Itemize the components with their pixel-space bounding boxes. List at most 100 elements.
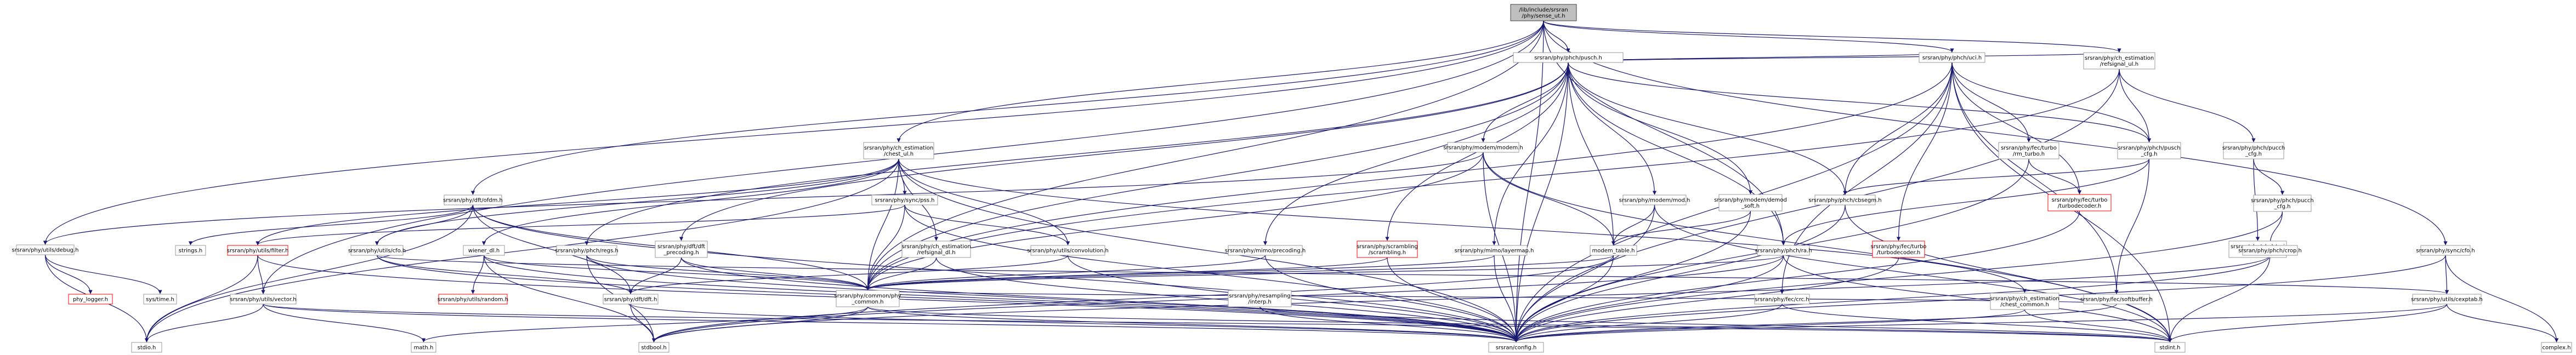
node-refsignal-ul[interactable]: srsran/phy/ch_estimation/refsignal_ul.h (2083, 52, 2155, 70)
node-resampling[interactable]: srsran/phy/resampling/interp.h (1228, 290, 1292, 307)
edge-dft_precoding-to-phy_common (680, 257, 870, 290)
node-softbuffer[interactable]: srsran/phy/fec/softbuffer.h (2080, 294, 2153, 305)
node-cexptab[interactable]: srsran/phy/utils/cexptab.h (2411, 294, 2483, 305)
node-chest-ul[interactable]: srsran/phy/ch_estimation/chest_ul.h (863, 142, 934, 159)
node-scrambling[interactable]: srsran/phy/scrambling/scrambling.h (1357, 241, 1418, 258)
node-box (2154, 342, 2186, 353)
node-wiener[interactable]: wiener_dl.h (463, 245, 505, 256)
node-modem-mod[interactable]: srsran/phy/modem/mod.h (1619, 194, 1690, 205)
edge-demod_soft-to-config (1514, 210, 1751, 342)
node-strings[interactable]: strings.h (175, 245, 206, 256)
node-stdbool[interactable]: stdbool.h (638, 342, 669, 353)
node-config[interactable]: srsran/config.h (1488, 342, 1544, 353)
node-filter[interactable]: srsran/phy/utils/filter.h (227, 245, 289, 256)
node-turbo-rm[interactable]: srsran/phy/fec/turbo/rm_turbo.h (1998, 142, 2059, 159)
edge-pusch-to-ra (1568, 62, 1786, 245)
edge-ra-to-stdbool (652, 255, 1784, 342)
node-ra[interactable]: srsran/phy/phch/ra.h (1755, 245, 1812, 256)
node-label: srsran/phy/phch/pusch.h (1534, 55, 1602, 61)
node-modem-enum[interactable]: srsran/phy/modem/modem.h (1443, 142, 1523, 153)
node-chest-common[interactable]: srsran/phy/ch_estimation/chest_common.h (1990, 293, 2059, 310)
node-modem-table[interactable]: modem_table.h (1590, 245, 1637, 256)
node-cbsegm[interactable]: srsran/phy/phch/cbsegm.h (1808, 194, 1882, 205)
edge-regs-to-config (586, 255, 1518, 342)
node-box (1228, 290, 1292, 307)
node-label: _common.h (851, 299, 883, 305)
node-complex[interactable]: complex.h (2541, 342, 2572, 353)
node-uci[interactable]: srsran/phy/phch/uci.h (1919, 52, 1985, 63)
node-regs[interactable]: srsran/phy/phch/regs.h (555, 245, 619, 256)
node-sys-time[interactable]: sys/time.h (143, 294, 177, 305)
node-label: srsran/phy/fec/turbo (2001, 145, 2057, 151)
edge-sync_cfo-to-cexptab (2444, 255, 2449, 294)
node-label: stdbool.h (641, 345, 666, 351)
node-label: srsran/phy/mimo/precoding.h (1225, 248, 1306, 254)
node-label: srsran/phy/modem/demod (1714, 197, 1787, 203)
node-label: complex.h (2543, 345, 2571, 351)
node-label: srsran/phy/fec/softbuffer.h (2080, 297, 2153, 303)
node-dft-precoding[interactable]: srsran/phy/dft/dft_precoding.h (655, 241, 708, 258)
node-label: srsran/phy/scrambling (1357, 244, 1418, 250)
node-box (227, 245, 288, 256)
edge-modem_enum-to-modem_table (1483, 152, 1616, 245)
node-box (1357, 241, 1418, 258)
node-box (655, 241, 708, 258)
node-pucch-crop[interactable]: srsran/phy/phch/crop.h (2238, 245, 2302, 256)
node-debug[interactable]: srsran/phy/utils/debug.h (12, 244, 79, 255)
node-label: sys/time.h (146, 297, 174, 303)
node-box (1718, 194, 1783, 211)
node-stdio[interactable]: stdio.h (131, 342, 162, 353)
node-box (68, 294, 113, 305)
node-pusch[interactable]: srsran/phy/phch/pusch.h (1513, 52, 1624, 63)
node-label: srsran/phy/utils/convolution.h (1027, 248, 1109, 254)
edge-ra-to-config (1514, 255, 1784, 342)
node-ofdm[interactable]: srsran/phy/dft/ofdm.h (443, 194, 503, 205)
edge-pusch_cfg-to-cbsegm (1843, 158, 2150, 195)
node-pucch-cfg[interactable]: srsran/phy/phch/pucch_cfg.h (2222, 142, 2285, 159)
node-label: srsran/phy/phch/pucch (2251, 198, 2313, 204)
node-box (871, 194, 938, 205)
node-math[interactable]: math.h (411, 342, 436, 353)
node-sync-pss[interactable]: srsran/phy/sync/pss.h (871, 194, 938, 205)
edge-cexptab-to-stdint (2168, 304, 2448, 342)
node-label: srsran/phy/dft/ofdm.h (443, 198, 503, 204)
edge-pusch-to-layermap (1492, 62, 1569, 245)
node-label: _cfg.h (2141, 151, 2158, 157)
node-phy-common[interactable]: srsran/phy/common/phy_common.h (835, 290, 901, 307)
node-mimo-precoding[interactable]: srsran/phy/mimo/precoding.h (1225, 245, 1306, 256)
node-sync-cfo[interactable]: srsran/phy/sync/cfo.h (2416, 245, 2475, 256)
edge-chest_ul-to-chest_common (898, 158, 2027, 293)
node-layermap[interactable]: srsran/phy/mimo/layermap.h (1455, 245, 1534, 256)
node-convolution[interactable]: srsran/phy/utils/convolution.h (1027, 245, 1109, 256)
edge-modem_table-to-phy_common (866, 255, 1614, 290)
node-box (1590, 245, 1637, 256)
node-box (863, 142, 934, 159)
node-stdint[interactable]: stdint.h (2154, 342, 2186, 353)
node-demod-soft[interactable]: srsran/phy/modem/demod_soft.h (1714, 194, 1787, 211)
node-vector[interactable]: srsran/phy/utils/vector.h (230, 294, 297, 305)
edge-sync_pss-to-convolution (904, 204, 1070, 245)
node-box (2242, 245, 2298, 256)
node-cfo[interactable]: srsran/phy/utils/cfo.h (348, 245, 406, 256)
node-refsignal-dl[interactable]: srsran/phy/ch_estimation/refsignal_dl.h (901, 241, 971, 258)
edge-pucch_crop-to-stdint (2168, 255, 2271, 342)
edge-layer (43, 20, 2559, 342)
node-turbo-decoder-top[interactable]: srsran/phy/fec/turbo/turbodecoder.h (2047, 194, 2112, 211)
edge-uci-to-turbo_decoder_top (1951, 62, 2082, 194)
edge-cexptab-to-complex (2446, 304, 2559, 342)
node-label: srsran/phy/phch/uci.h (1922, 55, 1982, 61)
node-crc[interactable]: srsran/phy/fec/crc.h (1754, 294, 1810, 305)
node-box (2253, 194, 2312, 212)
node-layer: /lib/include/srsran/phy/sense_ut.hsrsran… (12, 4, 2572, 353)
node-pucch-pr[interactable]: srsran/phy/phch/pucch_cfg.h (2251, 194, 2314, 212)
node-random[interactable]: srsran/phy/utils/random.h (438, 294, 508, 305)
node-label: /refsignal_dl.h (917, 250, 955, 256)
node-fft[interactable]: srsran/phy/dft/dft.h (603, 294, 659, 305)
node-pusch-cfg[interactable]: srsran/phy/phch/pusch_cfg.h (2117, 142, 2181, 159)
node-box (444, 194, 502, 205)
edge-root-to-config (1514, 20, 1544, 342)
edge-phy_common-to-stdbool (651, 306, 869, 342)
node-phy-logger[interactable]: phy_logger.h (68, 294, 113, 305)
node-turbodecoder[interactable]: srsran/phy/fec/turbo/turbodecoder.h (1871, 241, 1927, 258)
edge-modem_enum-to-phy_common (865, 152, 1484, 290)
